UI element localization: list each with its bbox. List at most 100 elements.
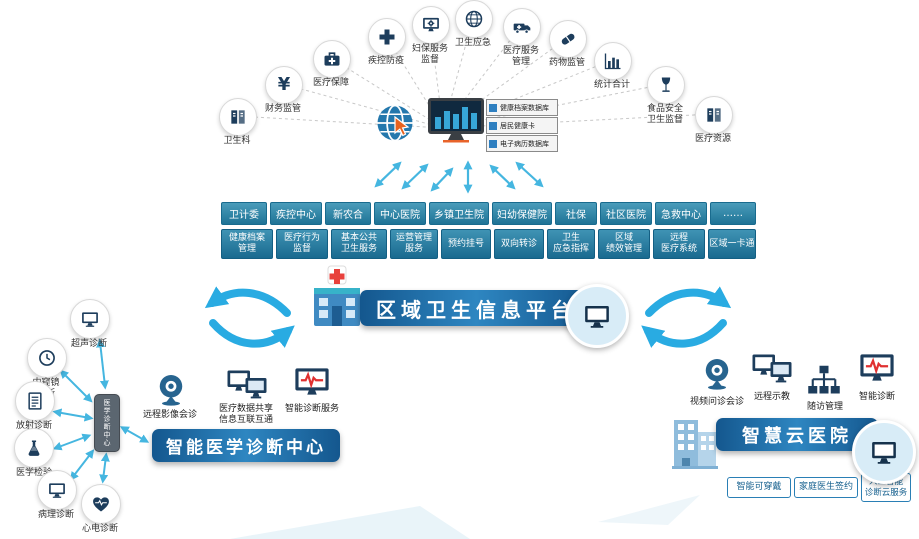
pill-icon bbox=[558, 29, 578, 49]
svc-button-jixiao[interactable]: 区域 绩效管理 bbox=[598, 229, 650, 259]
svc-button-yuancheng[interactable]: 远程 医疗系统 bbox=[653, 229, 705, 259]
cycle-arrows bbox=[204, 286, 732, 348]
globe-icon bbox=[464, 9, 484, 29]
dept-circle-fubao bbox=[412, 6, 450, 44]
satellite-xindian bbox=[81, 484, 121, 524]
dept-label: 药物监管 bbox=[548, 58, 585, 68]
database-icon bbox=[489, 103, 497, 112]
followup-network bbox=[806, 362, 842, 402]
book-icon bbox=[704, 105, 724, 125]
satellite-label: 病理诊断 bbox=[37, 510, 74, 520]
screen-gear-icon bbox=[421, 15, 441, 35]
heart-ecg-icon bbox=[91, 494, 111, 514]
dept-label: 卫生应急 bbox=[454, 38, 491, 48]
medkit-icon bbox=[322, 49, 342, 69]
dept-label: 财务监管 bbox=[264, 104, 301, 114]
svc-button-yikatong[interactable]: 区域一卡通 bbox=[708, 229, 756, 259]
service-label: 医疗数据共享 信息互联互通 bbox=[218, 404, 273, 426]
satellite-fangshe bbox=[15, 381, 55, 421]
svc-button-yunying[interactable]: 运营管理 服务 bbox=[390, 229, 438, 259]
cross-icon bbox=[377, 27, 397, 47]
dept-label: 妇保服务 监督 bbox=[411, 44, 448, 66]
service-label: 智能诊断 bbox=[858, 392, 895, 402]
monitor-icon bbox=[582, 301, 612, 331]
svc-button-yingji[interactable]: 卫生 应急指挥 bbox=[547, 229, 595, 259]
dept-circle-caiwu: ¥ bbox=[265, 66, 303, 104]
service-label: 随访管理 bbox=[806, 402, 843, 412]
monitor-icon bbox=[80, 309, 100, 329]
platform-monitor-badge bbox=[565, 284, 629, 348]
dept-circle-tongji bbox=[594, 42, 632, 80]
monitors-icon bbox=[751, 350, 793, 386]
ecg-monitor-icon bbox=[290, 362, 334, 400]
hospital-building-icon bbox=[670, 410, 720, 474]
database-label: 居民健康卡 bbox=[500, 121, 535, 130]
svc-button-yuyue[interactable]: 预约挂号 bbox=[441, 229, 491, 259]
family-doctor-button[interactable]: 家庭医生签约 bbox=[794, 477, 858, 498]
data-sharing-monitors bbox=[226, 366, 268, 406]
monitors-icon bbox=[226, 366, 268, 402]
svc-button-gonggong[interactable]: 基本公共 卫生服务 bbox=[331, 229, 387, 259]
video-consult-webcam bbox=[699, 356, 735, 396]
org-button-fuyou[interactable]: 妇幼保健院 bbox=[492, 202, 552, 225]
clock-icon bbox=[37, 348, 57, 368]
satellite-bingli bbox=[37, 470, 77, 510]
book-icon bbox=[228, 107, 248, 127]
dept-label: 统计合计 bbox=[593, 80, 630, 90]
database-box: 电子病历数据库 bbox=[486, 135, 558, 152]
smart-diagnosis-ecg bbox=[290, 362, 334, 404]
org-button-xiangzhen[interactable]: 乡镇卫生院 bbox=[429, 202, 489, 225]
svc-button-zhuanzhen[interactable]: 双向转诊 bbox=[494, 229, 544, 259]
svc-button-xingwei[interactable]: 医疗行为 监督 bbox=[276, 229, 328, 259]
network-icon bbox=[806, 362, 842, 398]
svc-button-dangan[interactable]: 健康档案 管理 bbox=[221, 229, 273, 259]
diagnosis-center-banner: 智能医学诊断中心 bbox=[152, 429, 340, 462]
hospital-icon bbox=[306, 264, 368, 336]
dept-label: 食品安全 卫生监督 bbox=[646, 104, 683, 126]
dept-circle-yaowu bbox=[549, 20, 587, 58]
satellite-chaosheng bbox=[70, 299, 110, 339]
dept-label: 医疗资源 bbox=[694, 134, 731, 144]
database-box: 健康档案数据库 bbox=[486, 99, 558, 116]
org-button-zhongxinyiyuan[interactable]: 中心医院 bbox=[374, 202, 426, 225]
diagnosis-device-label: 医学诊断中心 bbox=[103, 399, 111, 447]
org-button-xinnonghe[interactable]: 新农合 bbox=[325, 202, 371, 225]
remote-imaging-webcam bbox=[153, 372, 189, 412]
wearable-button[interactable]: 智能可穿戴 bbox=[727, 477, 791, 498]
org-button-shequ[interactable]: 社区医院 bbox=[600, 202, 652, 225]
org-button-weijiwei[interactable]: 卫计委 bbox=[221, 202, 267, 225]
platform-banner: 区域卫生信息平台 bbox=[360, 290, 592, 326]
dept-circle-weishengke bbox=[219, 98, 257, 136]
database-icon bbox=[489, 139, 497, 148]
satellite-label: 医学检验 bbox=[15, 468, 52, 478]
satellite-neikuijing bbox=[27, 338, 67, 378]
database-label: 健康档案数据库 bbox=[500, 103, 549, 112]
org-button-jikongzhongxin[interactable]: 疾控中心 bbox=[270, 202, 322, 225]
satellite-label: 超声诊断 bbox=[70, 339, 107, 349]
database-icon bbox=[489, 121, 497, 130]
dept-circle-yiliaobaozhang bbox=[313, 40, 351, 78]
org-button-jijiu[interactable]: 急救中心 bbox=[655, 202, 707, 225]
dept-circle-yiliaofuwu bbox=[503, 8, 541, 46]
monitor-icon bbox=[47, 480, 67, 500]
webcam-icon bbox=[699, 356, 735, 392]
org-button-shebao[interactable]: 社保 bbox=[555, 202, 597, 225]
database-box: 居民健康卡 bbox=[486, 117, 558, 134]
dept-label: 疾控防疫 bbox=[367, 56, 404, 66]
remote-teaching-monitors bbox=[751, 350, 793, 390]
dept-circle-jikong bbox=[368, 18, 406, 56]
cloud-hospital-banner: 智慧云医院 bbox=[716, 418, 878, 451]
cursor-icon bbox=[392, 115, 412, 142]
dept-circle-shipin bbox=[647, 66, 685, 104]
org-button-more[interactable]: …… bbox=[710, 202, 756, 225]
database-label: 电子病历数据库 bbox=[500, 139, 549, 148]
hub-flow-arrows bbox=[374, 160, 544, 194]
service-label: 远程示教 bbox=[753, 392, 790, 402]
cloud-monitor-badge bbox=[852, 420, 916, 484]
satellite-jianyan bbox=[14, 428, 54, 468]
webcam-icon bbox=[153, 372, 189, 408]
service-label: 视频问诊会诊 bbox=[689, 397, 744, 407]
satellite-label: 放射诊断 bbox=[15, 421, 52, 431]
